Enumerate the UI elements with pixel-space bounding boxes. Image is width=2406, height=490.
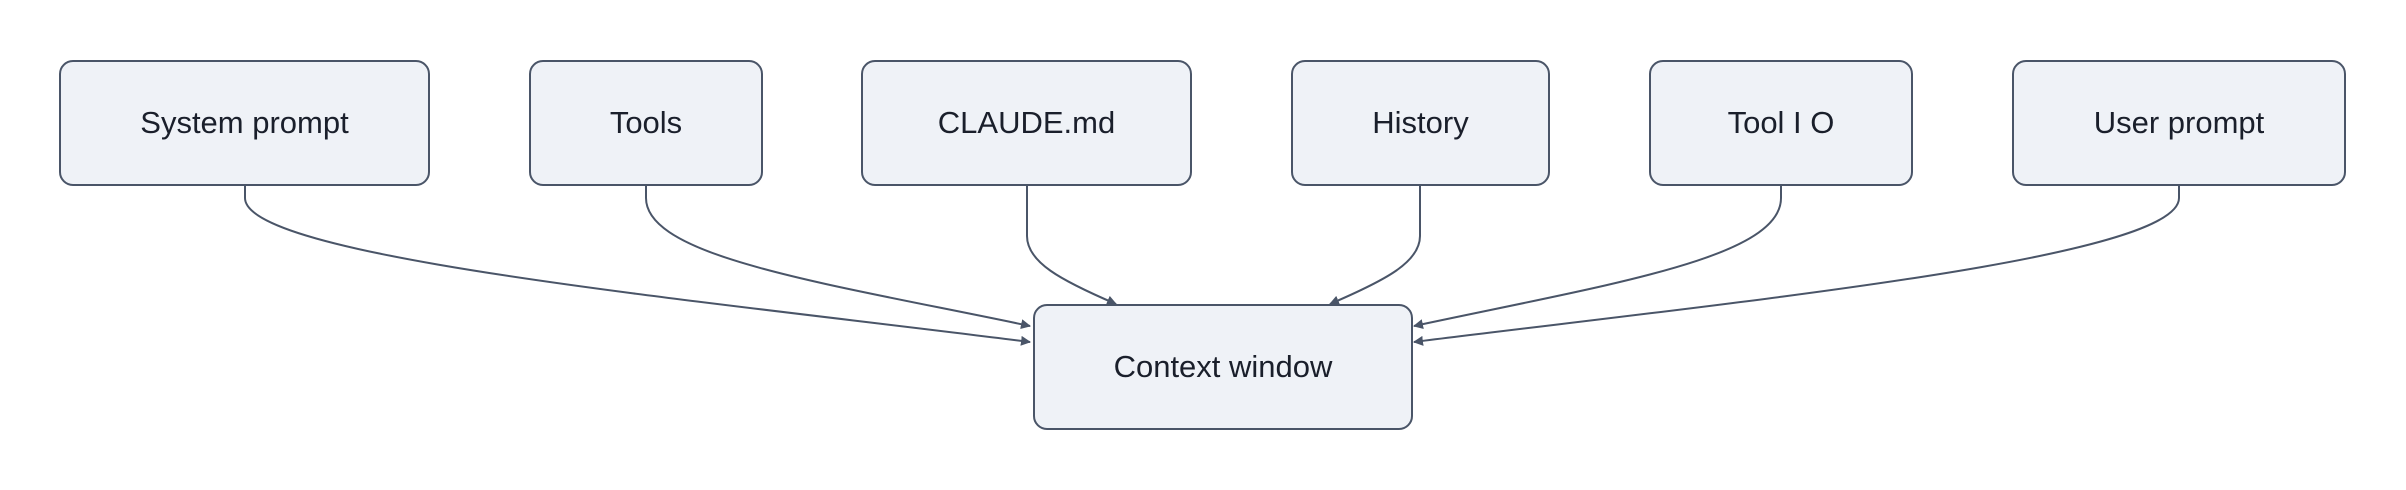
user-prompt-label: User prompt [2093,105,2265,140]
user-prompt-node: User prompt [2012,60,2346,186]
tools-node: Tools [529,60,763,186]
claude-md-label: CLAUDE.md [937,105,1116,140]
edge-history-to-context-window [1329,186,1421,306]
history-label: History [1372,105,1469,140]
history-node: History [1291,60,1550,186]
system-prompt-node: System prompt [59,60,430,186]
edge-system-prompt-to-context-window [244,186,1031,346]
edge-claude-md-to-context-window [1026,186,1117,306]
context-window-node: Context window [1033,304,1413,430]
edge-tool-io-to-context-window [1413,186,1782,330]
system-prompt-label: System prompt [140,105,349,140]
edge-user-prompt-to-context-window [1413,186,2180,346]
tool-io-node: Tool I O [1649,60,1913,186]
context-window-label: Context window [1113,349,1333,384]
tools-label: Tools [609,105,683,140]
tool-io-label: Tool I O [1727,105,1835,140]
edge-tools-to-context-window [645,186,1031,330]
claude-md-node: CLAUDE.md [861,60,1192,186]
